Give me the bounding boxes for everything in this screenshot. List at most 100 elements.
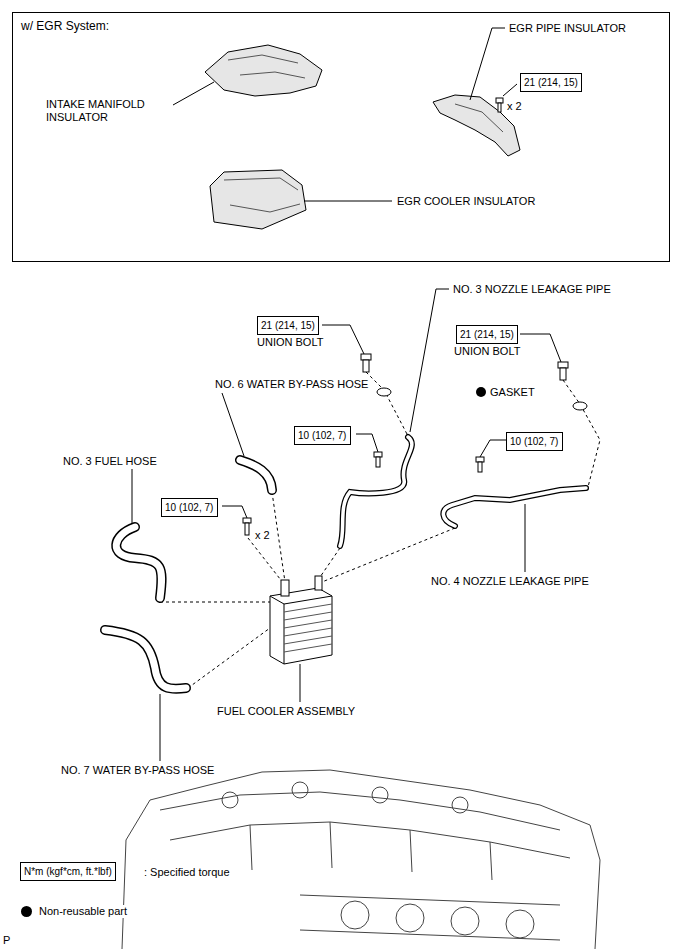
part-name: INTAKE MANIFOLD INSULATOR — [45, 98, 159, 124]
torque-box: 10 (102, 7) — [506, 432, 563, 451]
leader-line — [173, 82, 214, 105]
leader-line — [503, 84, 517, 96]
engine-outline — [452, 797, 468, 813]
part-name: NO. 7 WATER BY-PASS HOSE — [60, 764, 215, 777]
quantity: x 2 — [254, 529, 271, 542]
dashed-line — [188, 628, 270, 688]
leader-line — [304, 201, 392, 202]
torque-value: 21 (214, 15) — [524, 76, 578, 89]
part-name: UNION BOLT — [256, 336, 324, 349]
no-3-nozzle-leakage-pipe — [340, 437, 412, 546]
leader-line — [160, 694, 161, 761]
no-3-nozzle-leakage-pipe — [340, 437, 412, 546]
torque-legend-box: N*m (kgf*cm, ft.*lbf) — [20, 862, 116, 881]
union-bolt — [363, 360, 369, 372]
non-reusable-mark — [476, 387, 486, 397]
leader-line — [356, 434, 378, 452]
torque-box: 10 (102, 7) — [161, 498, 218, 517]
legend-text: : Specified torque — [143, 866, 231, 879]
engine-outline — [222, 792, 238, 808]
torque-box: 21 (214, 15) — [456, 325, 518, 344]
engine-outline — [122, 770, 600, 949]
gasket — [573, 402, 587, 410]
engine-outline — [506, 910, 534, 938]
leader-line — [300, 664, 301, 702]
engine-outline — [300, 895, 560, 940]
part-name: NO. 4 NOZZLE LEAKAGE PIPE — [430, 575, 590, 588]
part-name: EGR PIPE INSULATOR — [508, 22, 627, 35]
engine-outline — [372, 787, 388, 803]
egr-cooler-insulator — [224, 178, 300, 212]
fuel-cooler-assembly — [270, 596, 332, 664]
no-6-water-by-pass-hose — [240, 460, 272, 490]
gasket — [377, 388, 587, 410]
union-bolt — [560, 368, 566, 380]
bolt — [496, 98, 503, 103]
no-6-water-by-pass-hose — [240, 460, 272, 490]
no-4-nozzle-leakage-pipe — [443, 488, 586, 526]
fuel-cooler-assembly — [270, 588, 332, 664]
part-name: EGR COOLER INSULATOR — [396, 195, 536, 208]
no-4-nozzle-leakage-pipe — [443, 488, 586, 526]
legend-entry: Non-reusable part — [21, 905, 128, 918]
fuel-cooler-assembly — [270, 576, 332, 664]
no-3-fuel-hose — [116, 527, 161, 598]
gasket — [377, 388, 391, 396]
leader-line — [132, 28, 561, 761]
figure-code: P — [2, 934, 11, 947]
leader-line — [322, 325, 364, 354]
intake-manifold-insulator — [228, 55, 305, 78]
dashed-line — [248, 538, 284, 584]
egr-cooler-insulator — [210, 170, 306, 229]
leader-line — [480, 440, 506, 457]
dashed-line — [272, 492, 285, 582]
no-3-fuel-hose — [116, 527, 161, 598]
leader-line — [222, 506, 247, 518]
leader-line — [525, 504, 526, 572]
leader-line — [470, 28, 505, 100]
torque-value: 10 (102, 7) — [165, 501, 214, 514]
no-4-nozzle-leakage-pipe — [443, 488, 586, 526]
engine-outline — [170, 822, 570, 858]
fuel-cooler-assembly — [315, 576, 322, 590]
engine-outline — [122, 770, 600, 949]
no-7-water-by-pass-hose — [105, 630, 186, 689]
intake-manifold-insulator — [205, 45, 322, 96]
leader-line — [222, 393, 244, 456]
union-bolt — [558, 362, 568, 368]
torque-box: 10 (102, 7) — [294, 426, 351, 445]
no-6-water-by-pass-hose — [240, 460, 272, 490]
torque-value: 21 (214, 15) — [460, 328, 514, 341]
engine-outline — [451, 907, 479, 935]
quantity: x 2 — [506, 100, 523, 113]
leader-line — [132, 469, 133, 524]
torque-value: N*m (kgf*cm, ft.*lbf) — [24, 865, 112, 878]
dashed-line — [318, 548, 340, 580]
no-7-water-by-pass-hose — [105, 630, 186, 689]
dashed-line — [563, 380, 600, 487]
legend-text: Non-reusable part — [38, 905, 128, 918]
bolt — [498, 103, 501, 112]
no-7-water-by-pass-hose — [105, 630, 186, 689]
bolt — [374, 452, 382, 457]
part-name: NO. 6 WATER BY-PASS HOSE — [214, 378, 369, 391]
egr-cooler-insulator — [210, 170, 306, 229]
part-name: NO. 3 FUEL HOSE — [62, 455, 158, 468]
fuel-cooler-assembly — [281, 580, 289, 596]
legend-entry: : Specified torque — [143, 866, 231, 879]
bolt — [243, 518, 251, 523]
dashed-line — [366, 372, 408, 436]
engine-outline — [160, 792, 560, 830]
intake-manifold-insulator — [205, 45, 322, 96]
union-bolt — [361, 354, 371, 360]
option-region: w/ EGR System:21 (214, 15) — [12, 12, 670, 262]
egr-pipe-insulator — [455, 104, 503, 132]
bolt — [476, 457, 484, 462]
engine-outline — [396, 904, 424, 932]
torque-value: 10 (102, 7) — [298, 429, 347, 442]
bolt — [478, 462, 482, 472]
dashed-line — [160, 372, 600, 688]
part-name: NO. 3 NOZZLE LEAKAGE PIPE — [452, 283, 612, 296]
